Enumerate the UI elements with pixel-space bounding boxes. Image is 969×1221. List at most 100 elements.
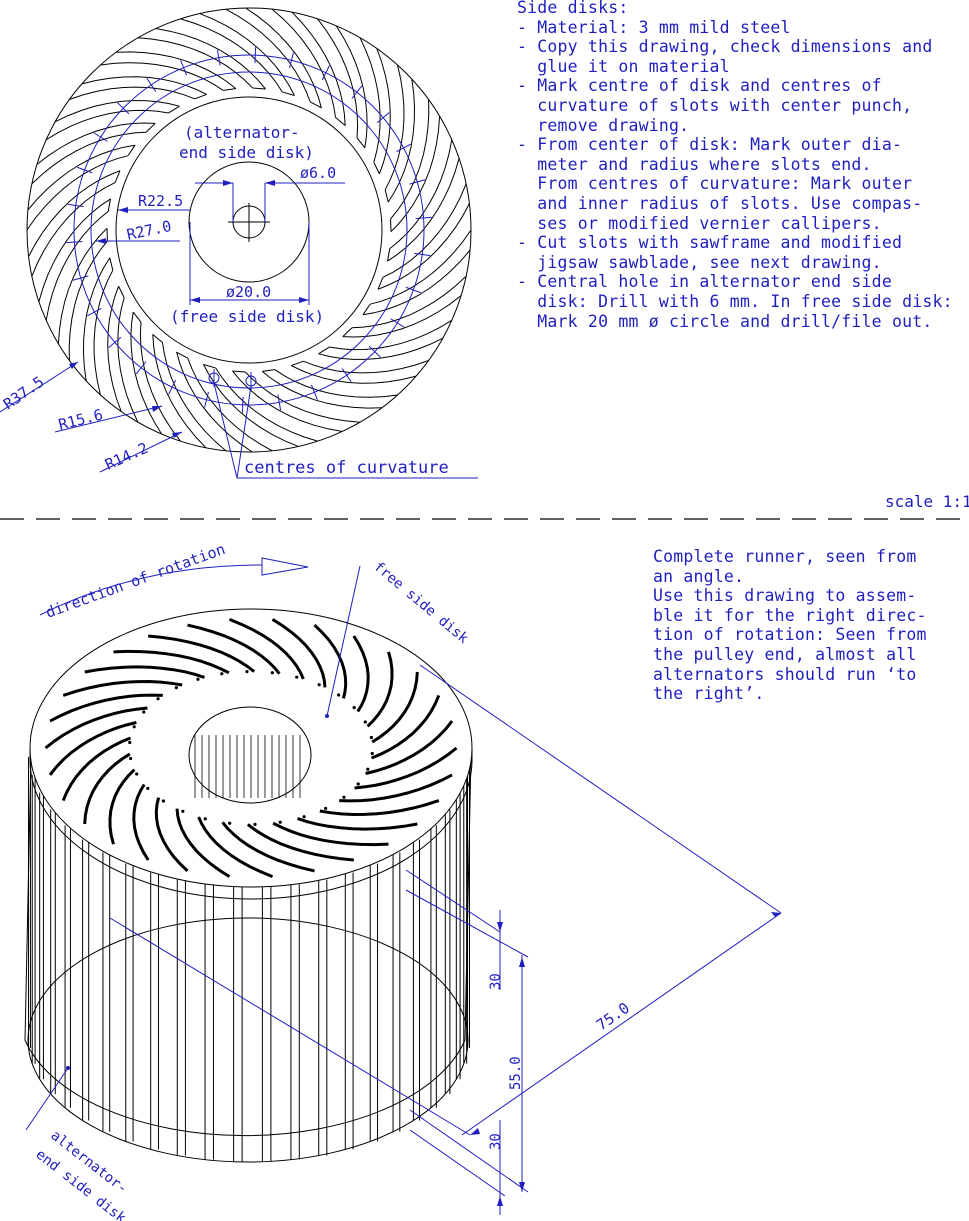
centre-tick — [108, 336, 122, 348]
disk-slot — [365, 720, 454, 775]
dim-r15-6: R15.6 — [57, 405, 105, 433]
slot-edge — [45, 109, 169, 141]
runner-bottom-rim — [27, 917, 469, 1163]
slot-edge — [139, 322, 181, 442]
slot-edge — [36, 122, 156, 165]
disk-slot — [366, 651, 394, 728]
slot-edge — [137, 37, 254, 89]
rivet-dot — [161, 799, 166, 803]
slot-end — [114, 170, 121, 183]
rivet-dot — [295, 675, 299, 679]
note-line: - From center of disk: Mark outer dia- — [517, 135, 903, 155]
rivet-dot — [253, 822, 257, 827]
slot-edge — [31, 131, 147, 185]
slot-end — [127, 144, 136, 157]
slot-edge — [203, 364, 299, 447]
centre-tick — [168, 379, 177, 395]
centre-tick — [93, 132, 108, 142]
runner-vanes — [27, 757, 470, 1162]
slot-edge — [261, 371, 383, 409]
disk-outer-circle — [26, 7, 472, 453]
rivet-dot — [302, 815, 306, 819]
runner-central-hole — [188, 706, 312, 804]
disk-slot — [313, 624, 348, 699]
slot-edge — [245, 7, 322, 109]
note-line: ses or modified vernier callipers. — [517, 213, 882, 233]
centre-tick — [390, 318, 405, 328]
slot-edge — [389, 139, 453, 249]
dim-hole-20: ø20.0 — [226, 283, 271, 301]
disk-slot — [132, 783, 150, 861]
rivet-dot — [370, 751, 374, 756]
disk-slot — [175, 808, 231, 878]
centre-tick — [341, 368, 352, 383]
rivet-dot — [342, 795, 346, 799]
slot-edge — [176, 351, 253, 453]
slot-edge — [376, 48, 391, 174]
slot-end — [168, 105, 180, 114]
slot-edge — [244, 371, 361, 423]
slot-end — [342, 327, 353, 337]
slot-end — [377, 277, 384, 290]
slot-edge — [351, 275, 467, 329]
disk-slot — [354, 746, 458, 790]
disk-slot — [228, 618, 305, 680]
slot-end — [194, 93, 207, 100]
slot-edge — [335, 25, 368, 148]
centre-tick — [415, 216, 432, 220]
slot-end — [262, 369, 275, 372]
slot-end — [132, 311, 142, 323]
rivet-dot — [352, 706, 356, 710]
dim-55: 55.0 — [508, 1056, 524, 1090]
rivet-dot — [324, 806, 328, 810]
slot-edge — [45, 211, 109, 321]
slot-edge — [291, 11, 346, 126]
note-line: Mark 20 mm ø circle and drill/file out. — [517, 311, 933, 331]
slot-edge — [271, 8, 336, 118]
disk-slot — [84, 665, 205, 679]
dim-r22-5: R22.5 — [138, 192, 183, 210]
slot-edge — [274, 369, 398, 398]
note-line: From centres of curvature: Mark outer — [517, 174, 913, 194]
note-line: meter and radius where slots end. — [517, 154, 872, 174]
dim-75: 75.0 — [593, 999, 633, 1034]
slot-edge — [318, 337, 444, 360]
centre-tick — [321, 65, 330, 81]
slot-edge — [152, 334, 207, 449]
slot-edge — [369, 229, 472, 305]
scale-label: scale 1:1 — [885, 492, 969, 511]
slot-edge — [54, 100, 180, 123]
slot-edge — [199, 13, 295, 96]
slot-end — [118, 286, 125, 298]
slot-edge — [387, 158, 460, 262]
rivet-dot — [245, 669, 249, 674]
note-line: Complete runner, seen from — [653, 547, 917, 566]
slot-centre-circle — [73, 54, 425, 406]
centre-tick — [241, 396, 244, 413]
note-line: alternators should run ‘to — [653, 664, 917, 684]
disk-slot — [271, 618, 327, 688]
disk-slot — [148, 634, 256, 673]
rivet-dot — [129, 756, 133, 761]
rivet-dot — [336, 693, 341, 697]
centre-tick — [310, 384, 318, 400]
slot-edge — [382, 183, 467, 278]
runner-isometric-view — [24, 557, 782, 1215]
slot-edge — [384, 64, 405, 190]
label-alternator-end-1: (alternator- — [184, 123, 300, 142]
slot-edge — [82, 257, 111, 382]
slot-end-circle — [90, 71, 408, 389]
slot-edge — [387, 78, 416, 203]
centre-tick — [146, 77, 157, 92]
centre-tick — [405, 286, 422, 294]
disk-slot — [44, 706, 148, 750]
note-line: the pulley end, almost all — [653, 644, 917, 664]
slot-end — [291, 360, 304, 367]
note-line: - Cut slots with sawframe and modified — [517, 233, 903, 253]
slot-edge — [377, 203, 470, 290]
centre-tick — [87, 307, 102, 317]
dim-r27: R27.0 — [125, 217, 173, 244]
label-centres-of-curvature: centres of curvature — [244, 458, 449, 478]
note-line: Use this drawing to assem- — [653, 586, 917, 606]
label-direction-of-rotation: direction of rotation — [43, 540, 227, 622]
